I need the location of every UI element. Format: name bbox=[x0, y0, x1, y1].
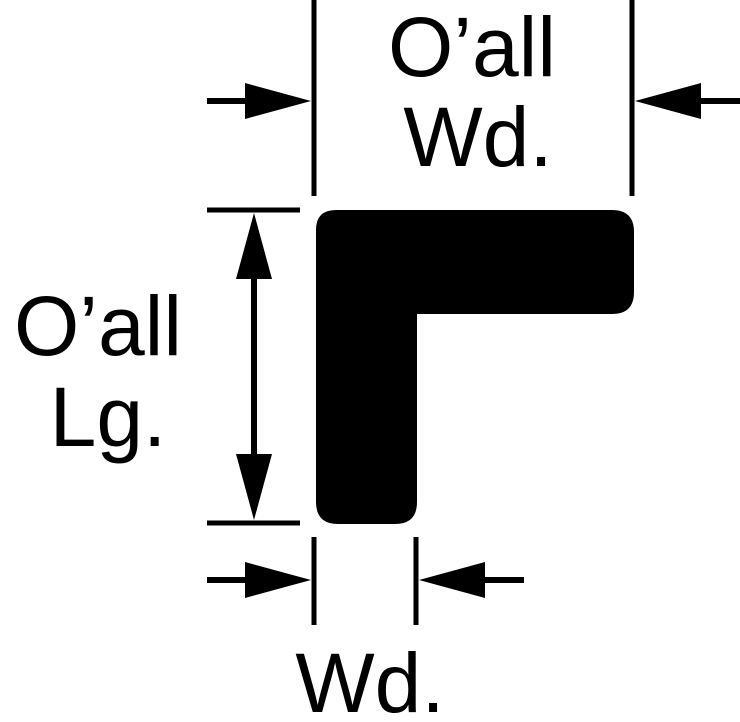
angle-profile-shape bbox=[316, 210, 634, 524]
overall-length-label-line2: Lg. bbox=[50, 370, 167, 464]
leg-width-label: Wd. bbox=[295, 636, 444, 722]
overall-length-double-arrow bbox=[236, 213, 272, 520]
overall-length-label-line1: O’all bbox=[14, 279, 182, 373]
overall-width-label-line2: Wd. bbox=[403, 90, 552, 184]
overall-width-arrow-right bbox=[635, 83, 740, 119]
overall-width-arrow-left bbox=[207, 83, 311, 119]
leg-width-arrow-left bbox=[207, 562, 311, 598]
overall-width-label-line1: O’all bbox=[388, 0, 556, 94]
leg-width-arrow-right bbox=[419, 562, 524, 598]
